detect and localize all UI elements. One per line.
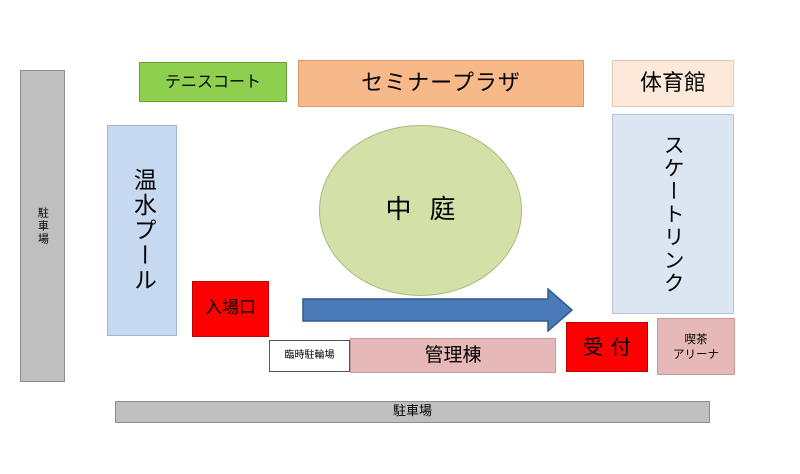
heated-pool-label: 温水プール bbox=[129, 168, 156, 293]
temporary-bike-parking: 臨時駐輪場 bbox=[269, 340, 350, 372]
seminar-plaza: セミナープラザ bbox=[298, 60, 584, 107]
tennis-court-label: テニスコート bbox=[164, 72, 261, 91]
direction-arrow-icon bbox=[302, 288, 574, 332]
parking-lot-bottom: 駐車場 bbox=[115, 401, 710, 423]
seminar-plaza-label: セミナープラザ bbox=[361, 70, 521, 96]
cafe-arena-label-line2: アリーナ bbox=[673, 346, 719, 361]
parking-lot-bottom-label: 駐車場 bbox=[392, 403, 432, 419]
temporary-bike-parking-label: 臨時駐輪場 bbox=[284, 349, 335, 361]
reception-label: 受付 bbox=[583, 334, 639, 359]
tennis-court: テニスコート bbox=[139, 62, 287, 102]
entrance: 入場口 bbox=[192, 281, 269, 337]
parking-lot-left-label: 駐車場 bbox=[36, 206, 50, 246]
courtyard: 中庭 bbox=[319, 125, 522, 296]
admin-building-label: 管理棟 bbox=[424, 343, 482, 366]
heated-pool: 温水プール bbox=[107, 125, 177, 336]
reception: 受付 bbox=[566, 322, 648, 372]
parking-lot-left: 駐車場 bbox=[20, 70, 65, 382]
cafe-arena: 喫茶 アリーナ bbox=[657, 318, 735, 375]
skating-rink: スケートリンク bbox=[612, 114, 734, 314]
admin-building: 管理棟 bbox=[350, 338, 556, 373]
gymnasium: 体育館 bbox=[612, 60, 734, 107]
entrance-label: 入場口 bbox=[205, 298, 256, 319]
gymnasium-label: 体育館 bbox=[639, 70, 706, 96]
skating-rink-label: スケートリンク bbox=[661, 133, 686, 295]
cafe-arena-label-line1: 喫茶 bbox=[684, 332, 708, 347]
courtyard-label: 中庭 bbox=[385, 195, 474, 226]
